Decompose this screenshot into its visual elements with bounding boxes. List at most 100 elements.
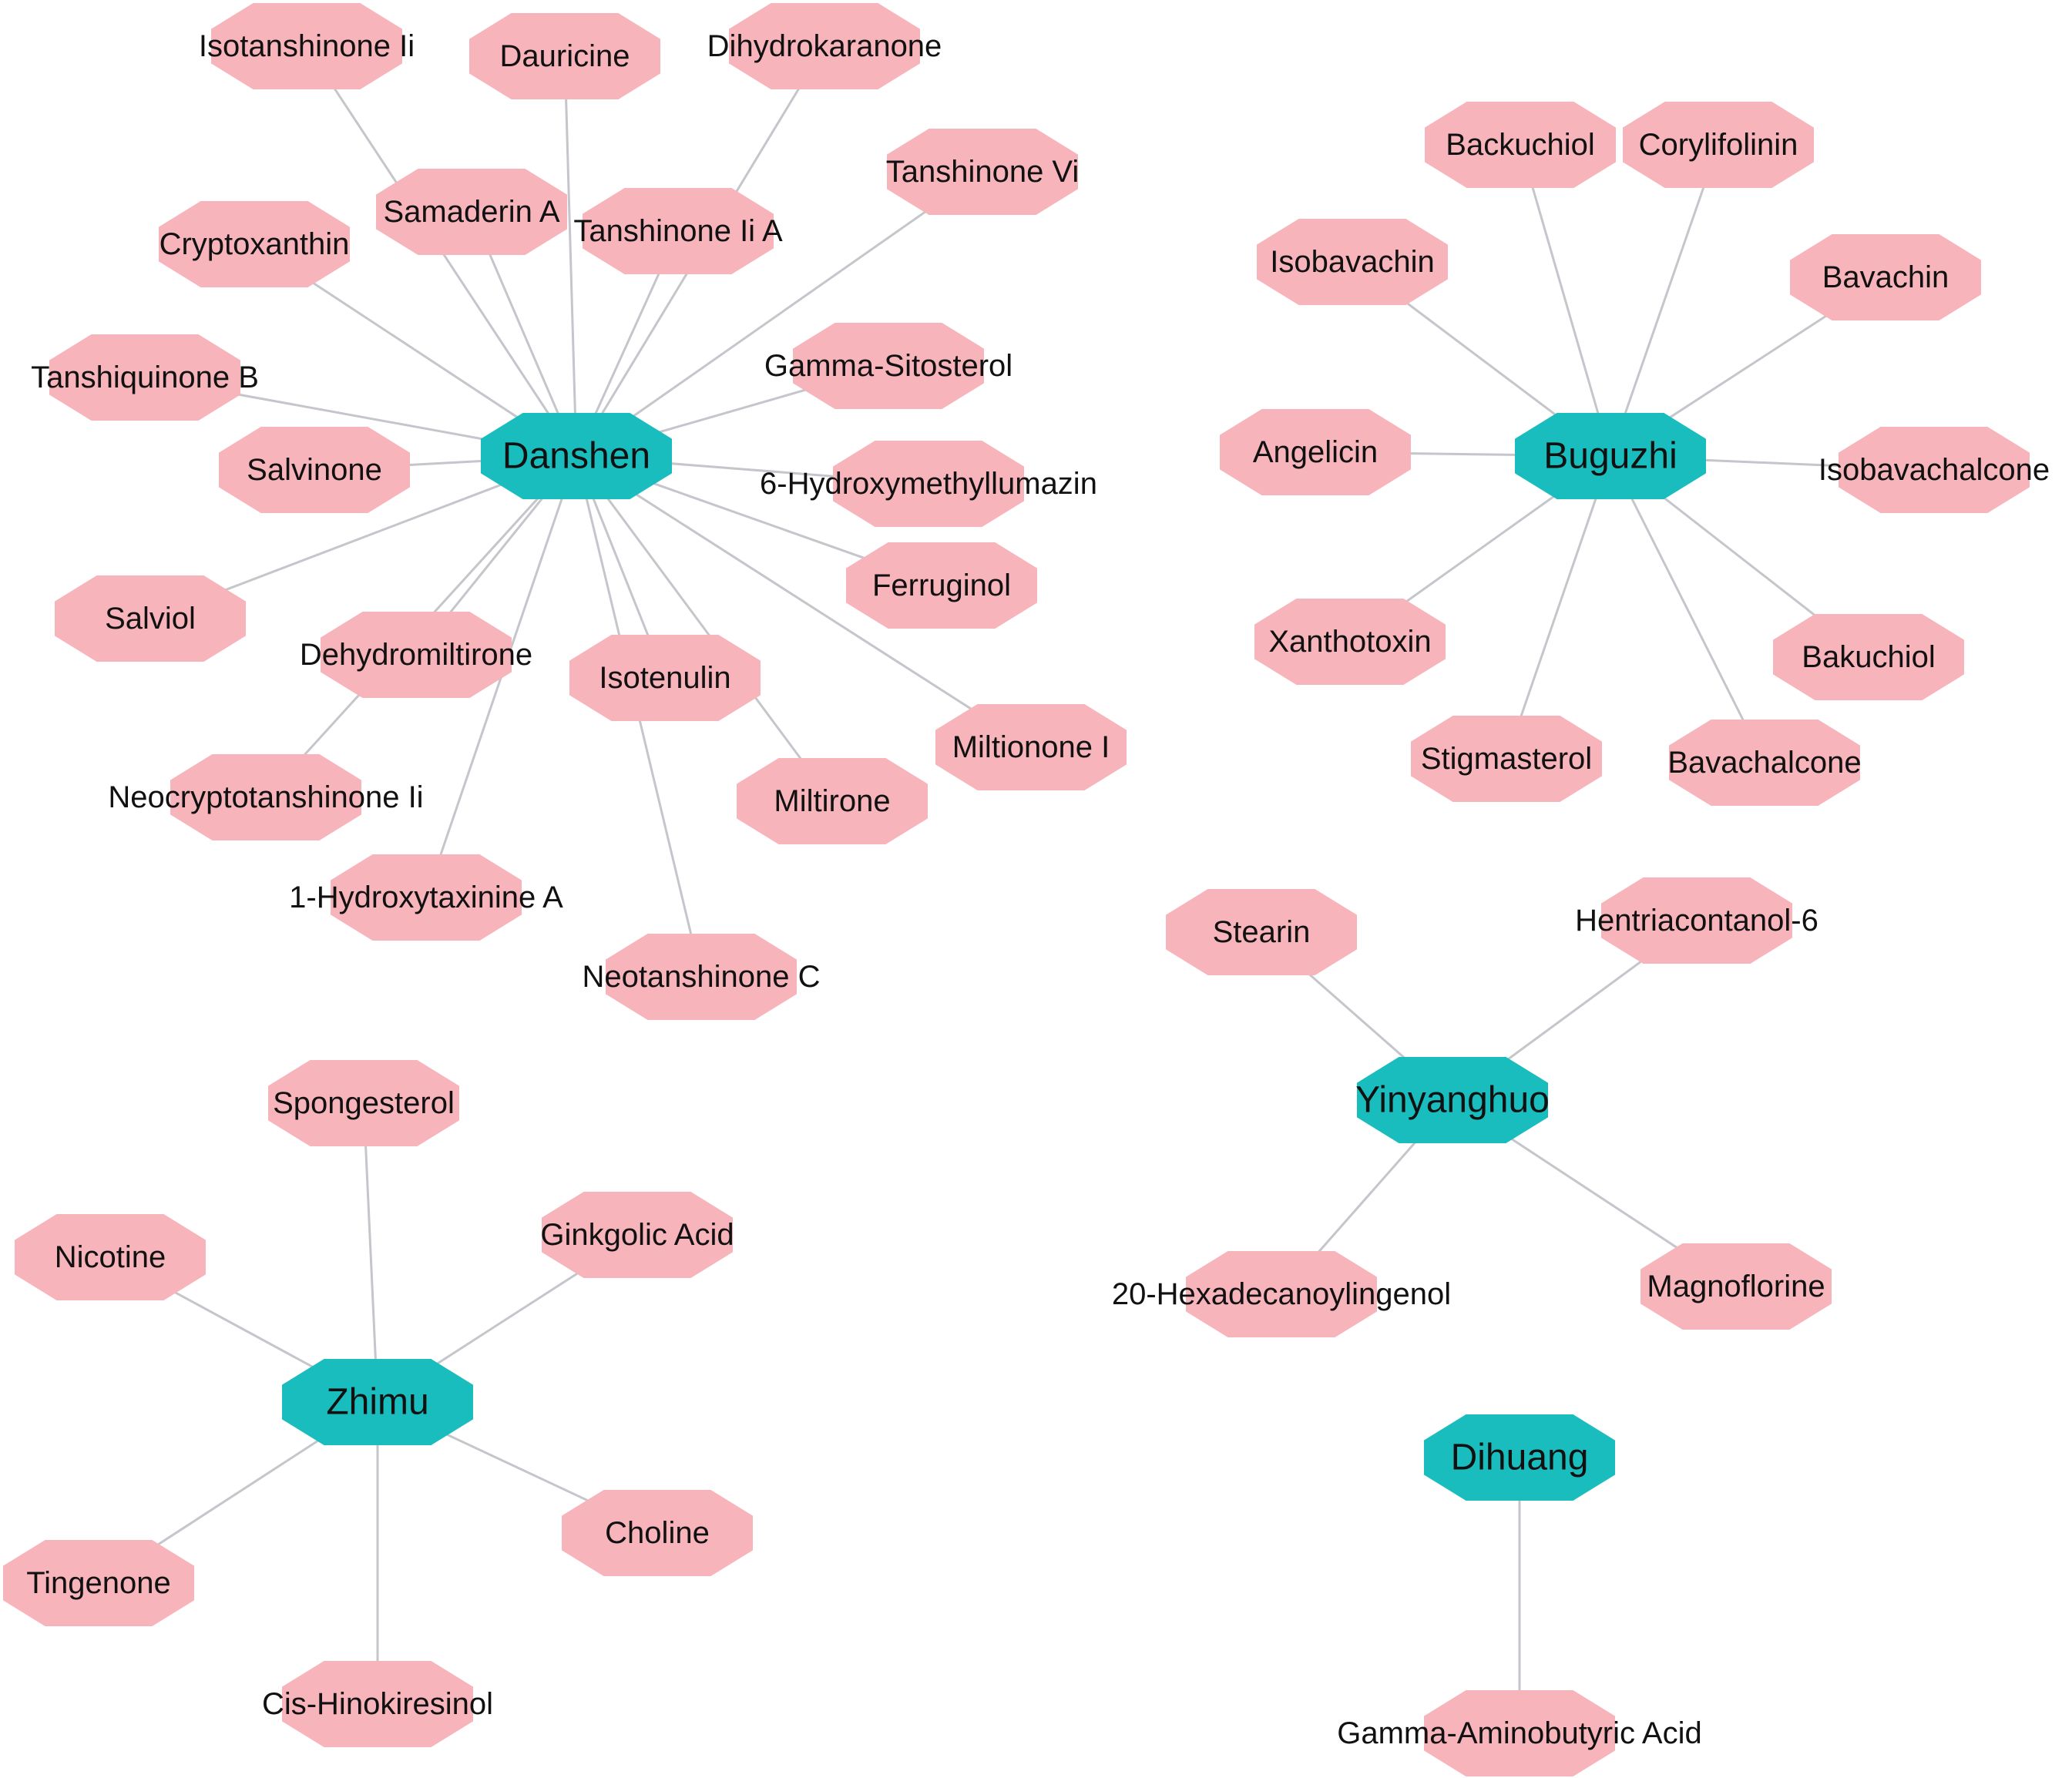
compound-label-magnoflorine: Magnoflorine [1647, 1270, 1825, 1303]
compound-node-spongesterol[interactable]: Spongesterol [268, 1060, 459, 1146]
compound-node-angelicin[interactable]: Angelicin [1220, 409, 1411, 495]
compound-node-ginkgolic-acid[interactable]: Ginkgolic Acid [540, 1192, 734, 1278]
edge-danshen-miltirone [575, 455, 834, 802]
compound-label-hentriacontanol-6: Hentriacontanol-6 [1575, 904, 1818, 938]
compound-node-hentriacontanol-6[interactable]: Hentriacontanol-6 [1575, 877, 1818, 964]
compound-node-bavachalcone[interactable]: Bavachalcone [1667, 720, 1862, 806]
herb-node-danshen[interactable]: Danshen [481, 413, 672, 499]
compound-octagon-backuchiol [1425, 102, 1616, 188]
compound-label-stigmasterol: Stigmasterol [1421, 742, 1592, 776]
compound-node-samaderin-a[interactable]: Samaderin A [376, 169, 567, 255]
herb-octagon-zhimu [282, 1359, 473, 1445]
compound-label-isotenulin: Isotenulin [599, 661, 730, 695]
compound-label-salviol: Salviol [105, 602, 196, 636]
compound-node-ferruginol[interactable]: Ferruginol [846, 542, 1037, 629]
compound-node-hexadecanoylingenol[interactable]: 20-Hexadecanoylingenol [1112, 1251, 1451, 1337]
compound-node-cis-hinokiresinol[interactable]: Cis-Hinokiresinol [262, 1661, 493, 1747]
compound-label-neocryptotanshinone-ii: Neocryptotanshinone Ii [108, 780, 423, 814]
compound-label-corylifolinin: Corylifolinin [1639, 128, 1798, 162]
herb-label-zhimu: Zhimu [326, 1382, 428, 1423]
compound-octagon-miltionone-i [935, 704, 1127, 790]
compound-node-gamma-sitosterol[interactable]: Gamma-Sitosterol [764, 323, 1012, 409]
compound-octagon-gaba [1424, 1690, 1615, 1776]
compound-label-isobavachin: Isobavachin [1270, 245, 1434, 279]
compound-label-miltionone-i: Miltionone I [952, 730, 1110, 764]
compound-label-dehydromiltirone: Dehydromiltirone [300, 638, 532, 672]
compound-label-salvinone: Salvinone [247, 453, 382, 487]
compound-node-xanthotoxin[interactable]: Xanthotoxin [1254, 599, 1446, 685]
compound-node-dauricine[interactable]: Dauricine [469, 13, 660, 99]
compound-octagon-choline [562, 1490, 753, 1576]
compound-octagon-dihydrokaranone [729, 3, 920, 89]
herb-node-buguzhi[interactable]: Buguzhi [1515, 413, 1706, 499]
compound-node-salvinone[interactable]: Salvinone [219, 427, 410, 513]
compound-node-miltionone-i[interactable]: Miltionone I [935, 704, 1127, 790]
herb-octagon-yinyanghuo [1357, 1057, 1548, 1143]
compound-label-backuchiol: Backuchiol [1446, 128, 1594, 162]
compound-label-xanthotoxin: Xanthotoxin [1268, 625, 1431, 659]
compound-node-neocryptotanshinone-ii[interactable]: Neocryptotanshinone Ii [108, 754, 424, 840]
compound-octagon-tingenone [3, 1540, 194, 1626]
compound-label-choline: Choline [605, 1516, 710, 1550]
compound-node-isotenulin[interactable]: Isotenulin [569, 635, 761, 721]
compound-node-isotanshinone-ii[interactable]: Isotanshinone Ii [199, 3, 415, 89]
compound-node-bakuchiol[interactable]: Bakuchiol [1773, 614, 1964, 700]
compound-node-backuchiol[interactable]: Backuchiol [1425, 102, 1616, 188]
edge-danshen-miltionone-i [576, 455, 1032, 749]
herb-node-dihuang[interactable]: Dihuang [1424, 1414, 1615, 1501]
compound-octagon-hydroxymethyllumazin [833, 441, 1024, 527]
edge-buguzhi-corylifolinin [1609, 144, 1720, 457]
compound-node-gaba[interactable]: Gamma-Aminobutyric Acid [1337, 1690, 1702, 1776]
compound-node-stigmasterol[interactable]: Stigmasterol [1411, 716, 1602, 802]
herb-octagon-dihuang [1424, 1414, 1615, 1501]
compound-node-cryptoxanthin[interactable]: Cryptoxanthin [159, 201, 350, 287]
compound-label-miltirone: Miltirone [774, 784, 890, 818]
compound-octagon-ferruginol [846, 542, 1037, 629]
compound-octagon-corylifolinin [1623, 102, 1814, 188]
compound-node-stearin[interactable]: Stearin [1166, 889, 1357, 975]
compound-octagon-hentriacontanol-6 [1601, 877, 1792, 964]
compound-node-corylifolinin[interactable]: Corylifolinin [1623, 102, 1814, 188]
compound-label-cryptoxanthin: Cryptoxanthin [160, 227, 350, 261]
compound-node-dehydromiltirone[interactable]: Dehydromiltirone [300, 612, 532, 698]
compound-node-salviol[interactable]: Salviol [55, 575, 246, 662]
compound-node-tingenone[interactable]: Tingenone [3, 1540, 194, 1626]
herb-label-dihuang: Dihuang [1451, 1437, 1589, 1478]
compound-node-hydroxymethyllumazin[interactable]: 6-Hydroxymethyllumazin [760, 441, 1097, 527]
compound-octagon-bavachalcone [1669, 720, 1860, 806]
compound-label-samaderin-a: Samaderin A [383, 195, 559, 229]
compound-node-tanshiquinone-b[interactable]: Tanshiquinone B [31, 334, 259, 421]
compound-node-miltirone[interactable]: Miltirone [737, 758, 928, 844]
compound-octagon-miltirone [737, 758, 928, 844]
edge-buguzhi-bavachalcone [1609, 455, 1766, 763]
edge-buguzhi-backuchiol [1519, 144, 1612, 457]
compound-node-choline[interactable]: Choline [562, 1490, 753, 1576]
compound-octagon-isotenulin [569, 635, 761, 721]
compound-node-magnoflorine[interactable]: Magnoflorine [1640, 1243, 1832, 1330]
compound-node-bavachin[interactable]: Bavachin [1790, 234, 1981, 320]
compound-octagon-hexadecanoylingenol [1186, 1251, 1377, 1337]
herb-label-danshen: Danshen [502, 436, 650, 477]
compound-node-isobavachalcone[interactable]: Isobavachalcone [1818, 427, 2050, 513]
compound-node-dihydrokaranone[interactable]: Dihydrokaranone [707, 3, 942, 89]
compound-node-tanshinone-vi[interactable]: Tanshinone Vi [886, 129, 1080, 215]
compound-octagon-gamma-sitosterol [793, 323, 984, 409]
compound-node-neotanshinone-c[interactable]: Neotanshinone C [582, 934, 821, 1020]
compound-octagon-isobavachalcone [1839, 427, 2030, 513]
compound-node-tanshinone-iia[interactable]: Tanshinone Ii A [573, 188, 783, 274]
compound-octagon-angelicin [1220, 409, 1411, 495]
compound-node-isobavachin[interactable]: Isobavachin [1257, 219, 1448, 305]
compound-label-tanshinone-vi: Tanshinone Vi [886, 155, 1080, 189]
compound-octagon-isotanshinone-ii [211, 3, 402, 89]
herb-node-zhimu[interactable]: Zhimu [282, 1359, 473, 1445]
compound-label-neotanshinone-c: Neotanshinone C [582, 960, 820, 994]
compound-node-nicotine[interactable]: Nicotine [15, 1214, 206, 1300]
herb-octagon-danshen [481, 413, 672, 499]
compound-node-hydroxytaxinine-a[interactable]: 1-Hydroxytaxinine A [289, 854, 563, 941]
compound-octagon-hydroxytaxinine-a [331, 854, 522, 941]
compound-octagon-magnoflorine [1640, 1243, 1832, 1330]
compound-label-isotanshinone-ii: Isotanshinone Ii [199, 29, 415, 63]
herb-node-yinyanghuo[interactable]: Yinyanghuo [1355, 1057, 1550, 1143]
